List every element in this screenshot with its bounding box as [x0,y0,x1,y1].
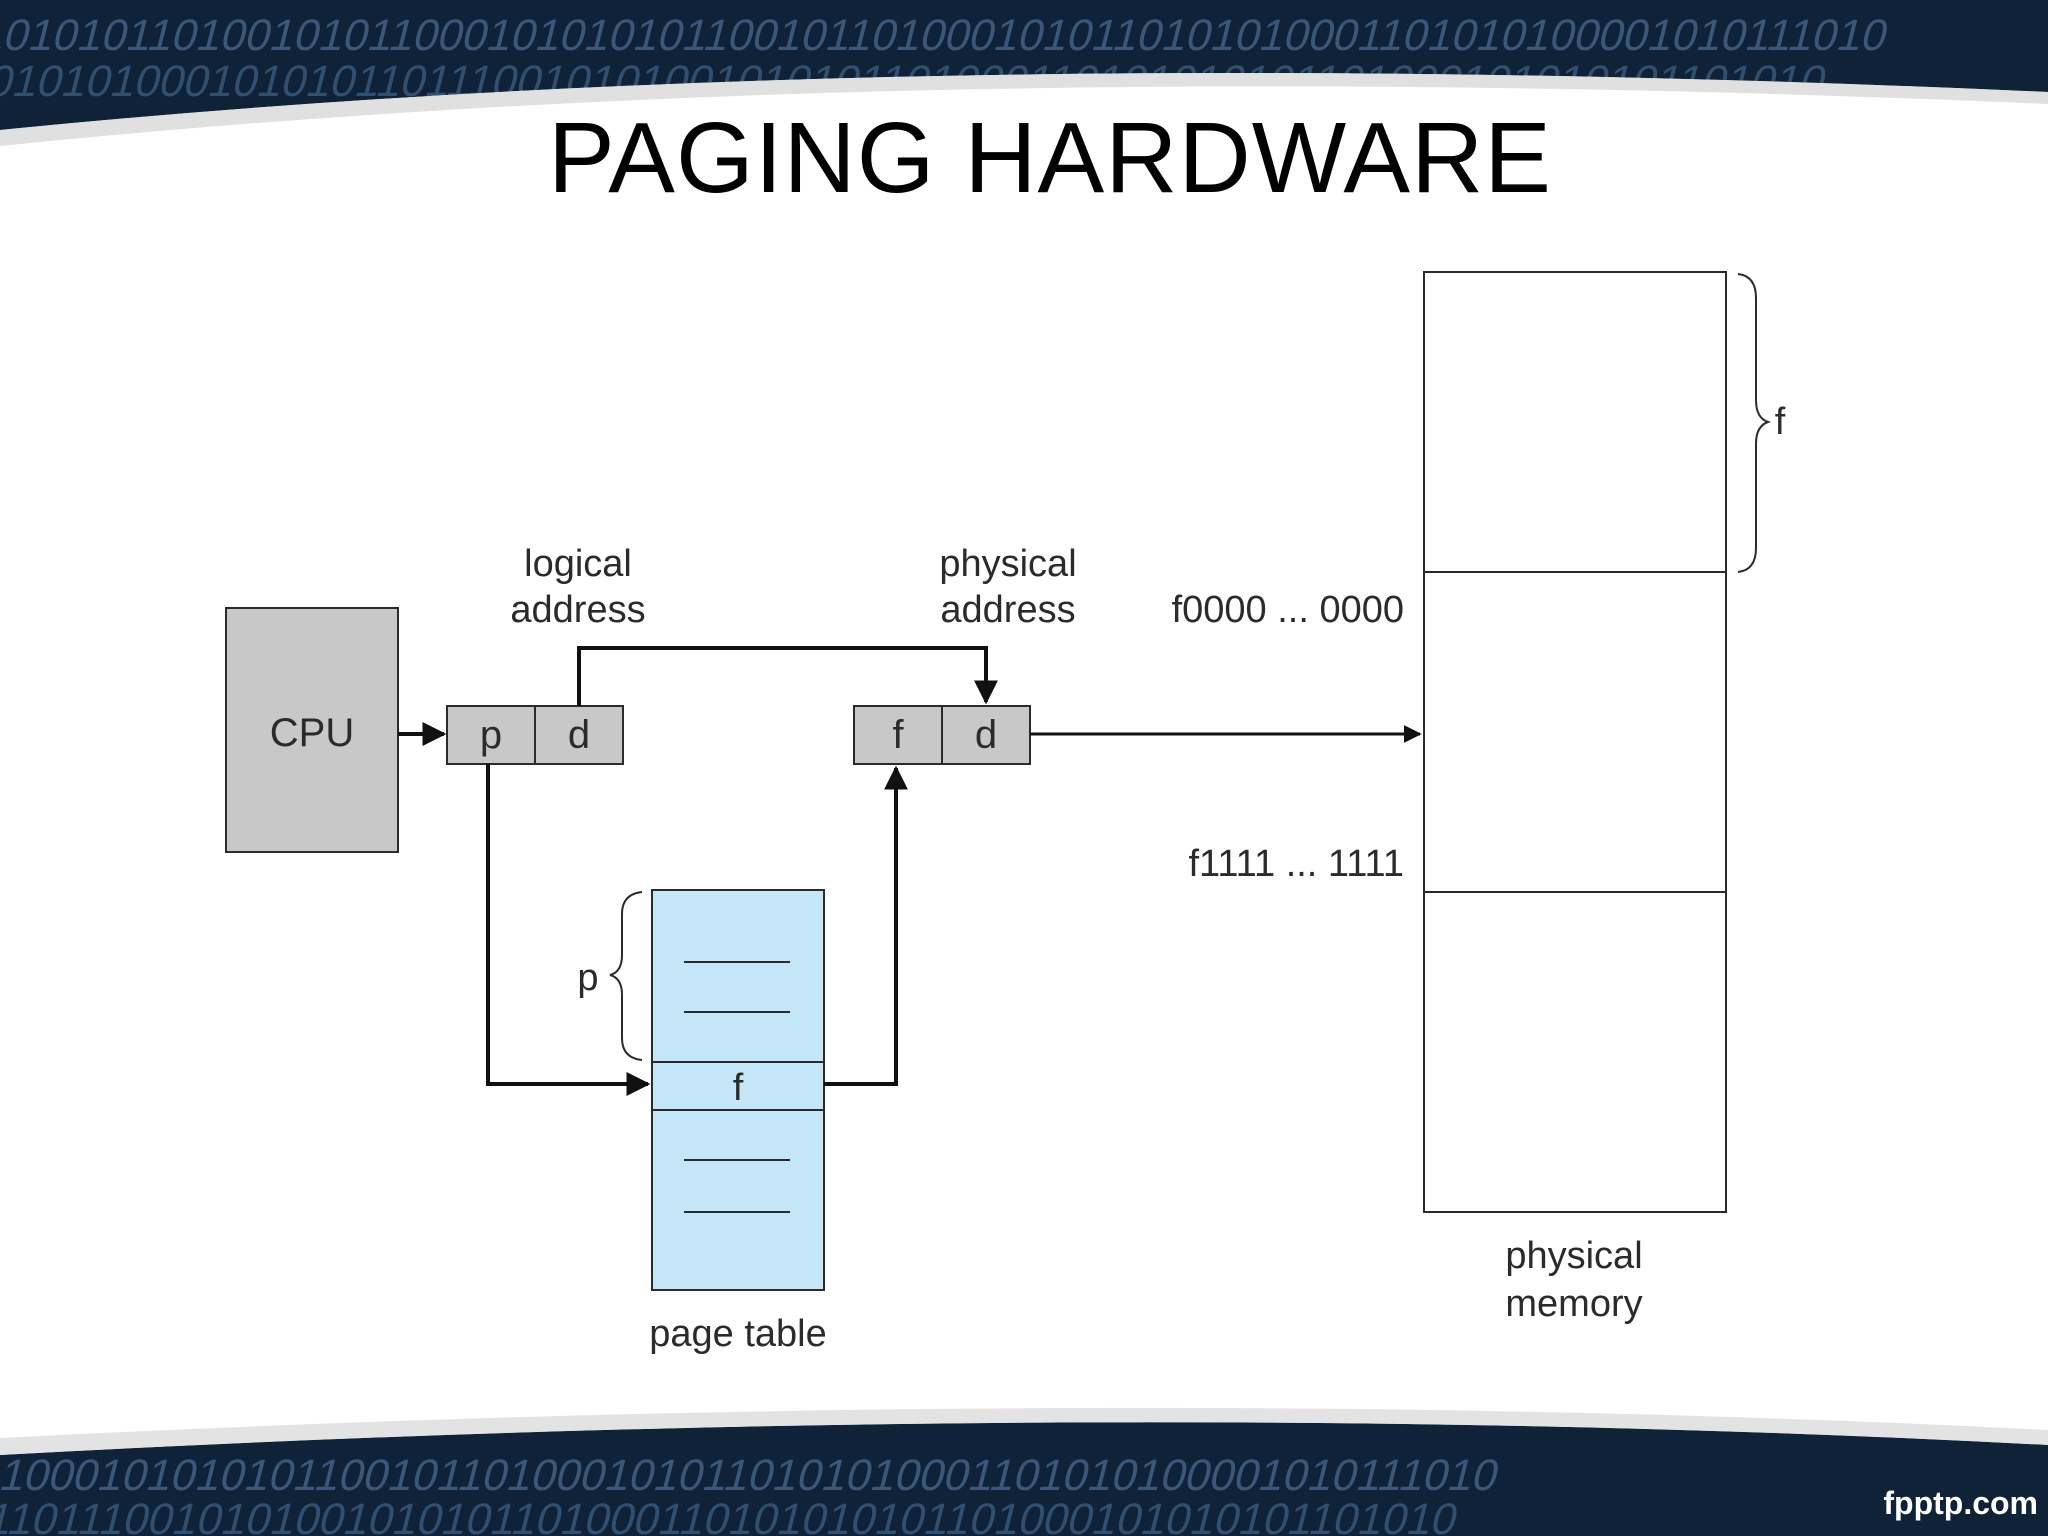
logical-address-register: p d [446,705,624,765]
logical-address-label-line1: logical [524,543,632,585]
top-panel-shadow [0,72,2048,146]
page-table-p-label: p [577,957,598,999]
binary-row-top-1: 1010101101001010110001010101011001011010… [0,12,1893,60]
logical-d-field: d [568,713,590,757]
physical-memory-label-line2: memory [1505,1283,1642,1325]
arrow-d-to-physical-d [577,646,998,706]
bottom-panel-shadow [0,1407,2048,1455]
page-table-label: page table [649,1313,827,1355]
physical-f-field: f [892,713,904,757]
physical-address-label-line1: physical [939,543,1076,585]
page-table-p-brace [609,891,643,1061]
arrow-page-table-to-f [824,765,908,1086]
watermark: fpptp.com [1883,1485,2038,1521]
cpu-box: CPU [225,607,399,853]
binary-row-bottom-1: 1010101101001010110001010101011001011010… [0,1452,1504,1500]
frame-end-address: f1111 ... 1111 [1189,843,1405,885]
arrow-p-to-page-table [486,764,651,1096]
cpu-label: CPU [270,711,354,755]
physical-memory [1423,271,1727,1213]
page-table-entry-f: f [733,1067,744,1109]
physical-memory-f-brace [1737,273,1772,573]
physical-memory-f-label: f [1775,401,1786,443]
logical-p-field: p [480,713,502,757]
physical-address-register: f d [853,705,1031,765]
physical-address-label-line2: address [940,589,1075,631]
slide-title: PAGING HARDWARE [548,102,1552,214]
physical-d-field: d [975,713,997,757]
page-table: f [651,889,825,1291]
logical-address-label-line2: address [510,589,645,631]
frame-start-address: f0000 ... 0000 [1172,589,1404,631]
physical-memory-label-line1: physical [1505,1235,1642,1277]
binary-row-bottom-2: 0101010001010101101110010101001010101101… [0,1496,1463,1536]
